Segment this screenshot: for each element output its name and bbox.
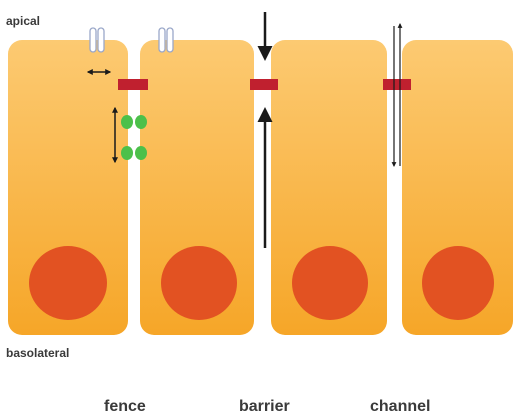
tight-junction-icon [250,79,278,90]
tight-junction-icon [118,79,148,90]
apical-label: apical [6,14,40,28]
channel-label: channel [370,398,430,416]
basolateral-label: basolateral [6,346,69,360]
tight-junction-icon [383,79,411,90]
nucleus-4 [422,246,494,320]
nucleus-1 [29,246,107,320]
nucleus-3 [292,246,368,320]
barrier-label: barrier [239,398,290,416]
nucleus-2 [161,246,237,320]
fence-label: fence [104,398,146,416]
